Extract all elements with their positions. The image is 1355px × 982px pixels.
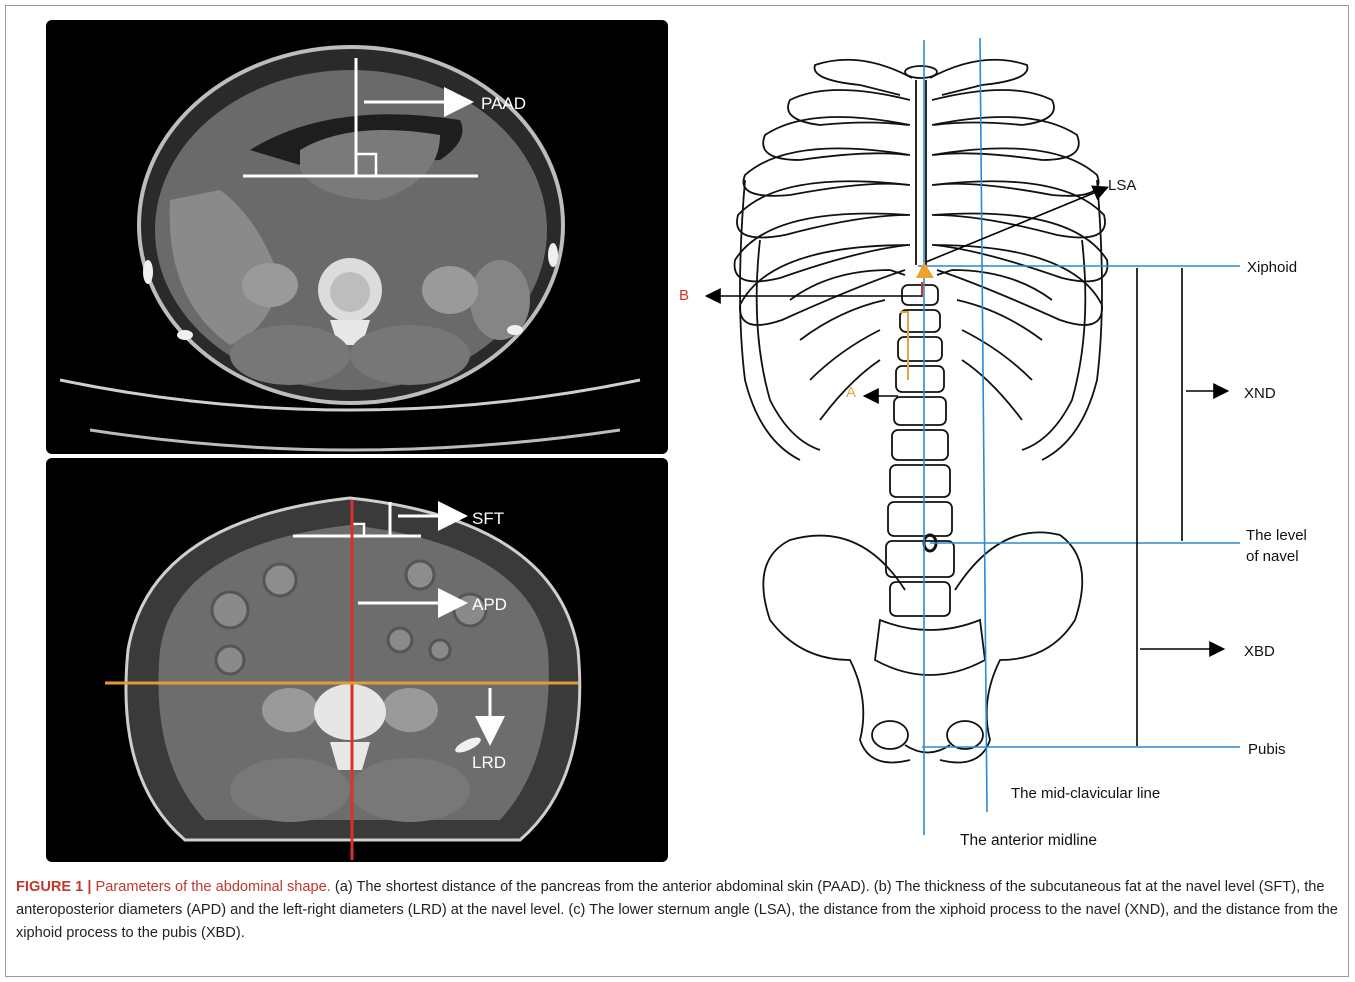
- lsa-arrow: [926, 188, 1106, 262]
- midclavicular-label: The mid-clavicular line: [1011, 785, 1160, 802]
- lrd-label: LRD: [472, 753, 506, 772]
- pelvis: [763, 532, 1082, 762]
- caption-separator: |: [87, 879, 91, 895]
- xbd-label: XBD: [1244, 643, 1275, 660]
- caption-lead: Parameters of the abdominal shape.: [96, 879, 331, 895]
- xiphoid-label: Xiphoid: [1247, 259, 1297, 276]
- pubis-label: Pubis: [1248, 741, 1286, 758]
- figure-caption: FIGURE 1 | Parameters of the abdominal s…: [16, 876, 1341, 945]
- lsa-angle-marker: [916, 262, 934, 278]
- ct-scan-navel-level: SFT APD LRD: [46, 458, 668, 862]
- paad-label: PAAD: [481, 94, 526, 113]
- xnd-label: XND: [1244, 385, 1276, 402]
- skeleton-diagram: [735, 60, 1108, 763]
- lsa-label: LSA: [1108, 177, 1136, 194]
- a-label: A: [846, 384, 856, 401]
- a-orange-bracket: [900, 312, 908, 380]
- figure-number: FIGURE 1: [16, 879, 83, 895]
- ct-scan-upper-abdomen: PAAD: [46, 20, 668, 454]
- navel-label-line1: The level: [1246, 527, 1307, 544]
- left-ribcage: [735, 60, 912, 460]
- anterior-midline-label: The anterior midline: [960, 832, 1097, 849]
- right-ribcage: [930, 60, 1107, 460]
- apd-label: APD: [472, 595, 507, 614]
- sft-label: SFT: [472, 509, 504, 528]
- reference-lines: [918, 38, 1240, 835]
- b-label: B: [679, 287, 689, 304]
- spine: [886, 285, 954, 616]
- navel-label-line2: of navel: [1246, 548, 1299, 565]
